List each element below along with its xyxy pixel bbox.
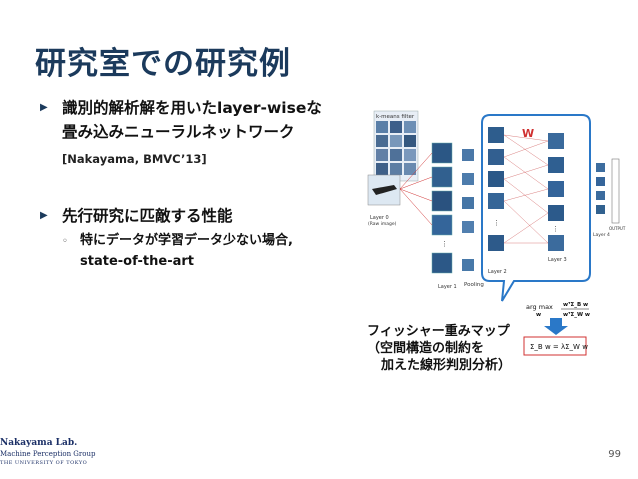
sub-bullet-circle-icon: ◦ (62, 236, 68, 247)
layer1-ellipsis: ⋮ (441, 240, 448, 248)
layer2-maps (488, 127, 504, 251)
kmeans-label: k-means filter (376, 114, 415, 120)
lab-logo: Nakayama Lab. Machine Perception Group T… (0, 438, 100, 479)
lda-line-2: （空間構造の制約を (367, 341, 485, 356)
layer0-sub-label: (Raw image) (368, 221, 397, 227)
kmeans-filter-cells (376, 121, 416, 175)
svg-text:⋮: ⋮ (552, 225, 559, 233)
cnn-architecture-diagram: k-means filter Layer 0 (Raw image) ⋮ Lay… (367, 110, 626, 356)
bullet-2-line-1: 先行研究に匹敵する性能 (62, 207, 233, 225)
equation-text: Σ_B w = λΣ_W w (530, 343, 588, 351)
layer1-label: Layer 1 (438, 284, 457, 290)
equation-box (523, 336, 587, 356)
output-label: OUTPUT (609, 226, 626, 231)
lda-caption: フィッシャー重みマップ （空間構造の制約を 加えた線形判別分析） (367, 323, 511, 374)
connection-lines-b (503, 134, 549, 244)
lda-line-3: 加えた線形判別分析） (381, 358, 512, 373)
bullet-arrow-icon: ▶ (40, 210, 48, 221)
logo-group-name: Machine Perception Group (0, 450, 96, 458)
logo-lab-name: Nakayama Lab. (0, 438, 78, 448)
layer1-maps (431, 142, 453, 274)
layer4-label: Layer 4 (593, 232, 610, 238)
layer0-label: Layer 0 (370, 215, 389, 221)
down-arrow-icon (544, 318, 568, 335)
airplane-shape (372, 185, 397, 195)
layer3-maps (548, 133, 564, 251)
slide-title: 研究室での研究例 (35, 46, 291, 82)
argmax-text: arg max (526, 303, 553, 311)
citation: [Nakayama, BMVC’13] (62, 152, 207, 166)
bullet-1-line-1: 識別的解析解を用いたlayer-wiseな (62, 99, 322, 117)
svg-text:⋮: ⋮ (493, 219, 500, 227)
fraction-denominator: wᵀΣ_W w (563, 311, 590, 318)
output-box (611, 158, 620, 224)
logo-university: THE UNIVERSITY OF TOKYO (0, 460, 88, 466)
sub-bullet-line-1: 特にデータが学習データ少ない場合, (80, 233, 293, 248)
fraction-numerator: wᵀΣ_B w (563, 301, 588, 308)
w-label: W (522, 127, 534, 140)
sub-bullet-line-2: state-of-the-art (80, 254, 194, 269)
layer3-label: Layer 3 (548, 257, 567, 263)
argmax-var: w (536, 312, 541, 318)
bullet-arrow-icon: ▶ (40, 102, 48, 113)
pooling-label: Pooling (464, 282, 484, 288)
page-number: 99 (608, 449, 621, 460)
pooling-maps (462, 149, 474, 271)
lda-line-1: フィッシャー重みマップ (367, 324, 510, 339)
connection-lines-a (399, 152, 433, 226)
layer2-label: Layer 2 (488, 269, 507, 275)
bullet-1-line-2: 畳み込みニューラルネットワーク (62, 123, 295, 141)
layer4-maps (596, 163, 605, 214)
